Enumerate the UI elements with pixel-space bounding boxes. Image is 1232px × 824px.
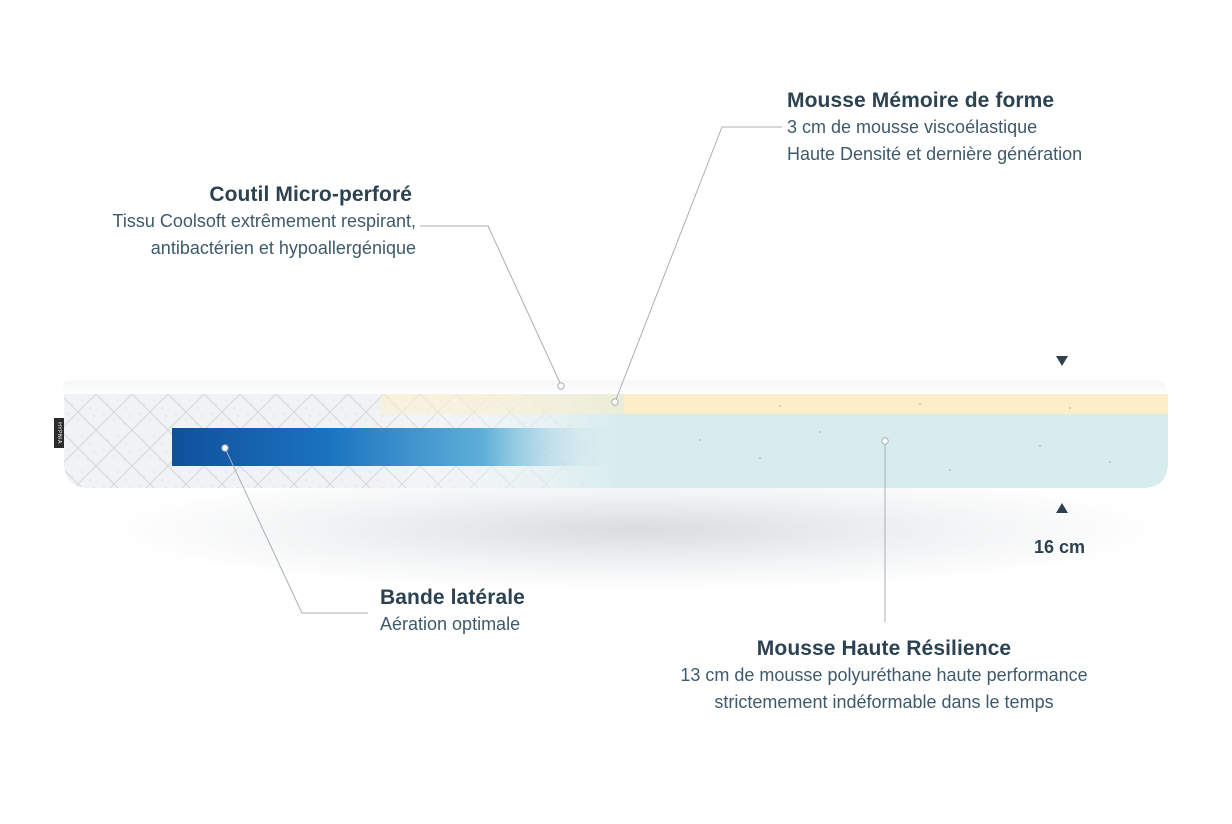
callout-desc-line: antibactérien et hypoallergénique (150, 238, 416, 258)
side-band (172, 428, 618, 466)
leader-line-ticking (420, 225, 562, 386)
callout-ticking: Coutil Micro-perforé Tissu Coolsoft extr… (40, 182, 416, 262)
leader-line-side-band (224, 447, 368, 614)
callout-hr-foam: Mousse Haute Résilience 13 cm de mousse … (624, 636, 1144, 716)
callout-desc-line: 3 cm de mousse viscoélastique (787, 117, 1038, 137)
callout-memory-foam: Mousse Mémoire de forme 3 cm de mousse v… (787, 88, 1207, 168)
callout-title: Mousse Haute Résilience (756, 637, 1012, 660)
callout-desc-line: 13 cm de mousse polyuréthane haute perfo… (680, 665, 1088, 685)
callout-title: Coutil Micro-perforé (209, 183, 412, 206)
anchor-dot-side-band (221, 444, 229, 452)
anchor-dot-hr-foam (881, 437, 889, 445)
arrow-up-icon (1056, 503, 1068, 513)
callout-title: Bande latérale (380, 586, 525, 609)
top-cover (62, 380, 1168, 396)
brand-tag (54, 418, 64, 448)
callout-desc-line: strictemement indéformable dans le temps (714, 692, 1054, 712)
callout-desc-line: Aération optimale (380, 614, 521, 634)
callout-desc-line: Tissu Coolsoft extrêmement respirant, (112, 211, 416, 231)
thickness-label: 16 cm (1034, 537, 1086, 557)
leader-line-memory-foam (614, 126, 782, 403)
callout-title: Mousse Mémoire de forme (787, 89, 1055, 112)
callout-desc-line: Haute Densité et dernière génération (787, 144, 1083, 164)
arrow-down-icon (1056, 356, 1068, 366)
brand-tag-label: HYPNIA (56, 422, 62, 444)
callout-side-band: Bande latérale Aération optimale (380, 585, 680, 638)
anchor-dot-memory-foam (611, 398, 619, 406)
anchor-dot-ticking (557, 382, 565, 390)
mattress-shadow (110, 470, 1160, 590)
